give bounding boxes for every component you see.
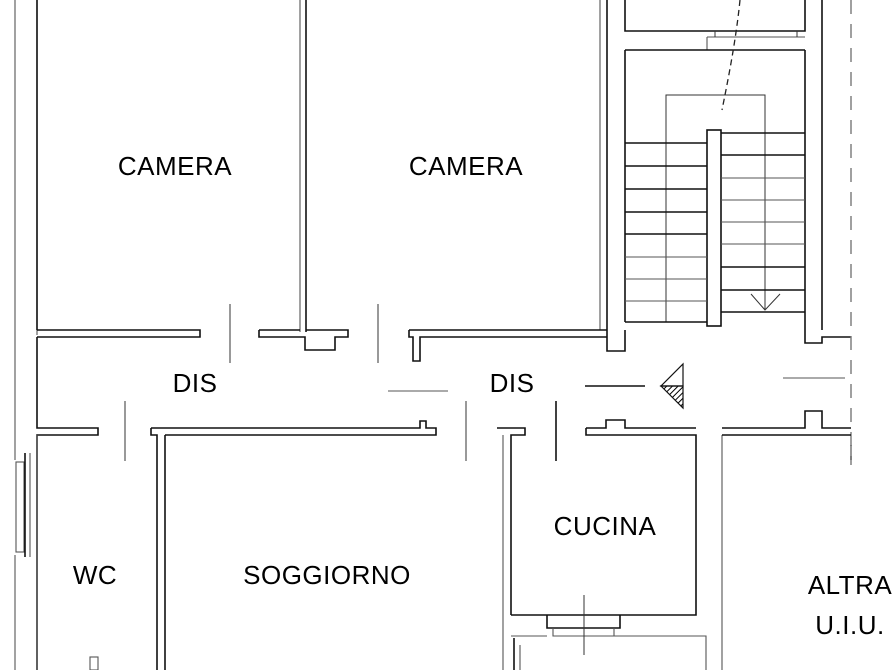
- room-camera-2-walls: [408, 0, 626, 362]
- room-label-dis-1: DIS: [172, 368, 218, 398]
- wc-fixture: [89, 656, 99, 670]
- entrance-triangle-icon: [659, 362, 684, 410]
- room-label-uiu: U.I.U.: [815, 610, 885, 640]
- room-label-cucina: CUCINA: [553, 511, 657, 541]
- kitchen-window: [511, 595, 707, 670]
- room-label-soggiorno: SOGGIORNO: [243, 560, 411, 590]
- room-label-dis-2: DIS: [489, 368, 535, 398]
- exterior-walls: [14, 0, 38, 670]
- stair-direction-arrow-icon: [750, 293, 781, 311]
- room-label-camera-2: CAMERA: [408, 151, 524, 181]
- room-label-wc: WC: [72, 560, 118, 590]
- corridor-walls: [124, 377, 845, 461]
- room-label-altra: ALTRA: [807, 570, 893, 600]
- door-marks-top: [229, 304, 379, 363]
- room-camera-1-walls: [36, 0, 349, 351]
- staircase: [624, 0, 851, 344]
- lower-corridor-walls: [36, 337, 852, 670]
- room-label-camera-1: CAMERA: [117, 151, 233, 181]
- wc-window: [15, 453, 31, 557]
